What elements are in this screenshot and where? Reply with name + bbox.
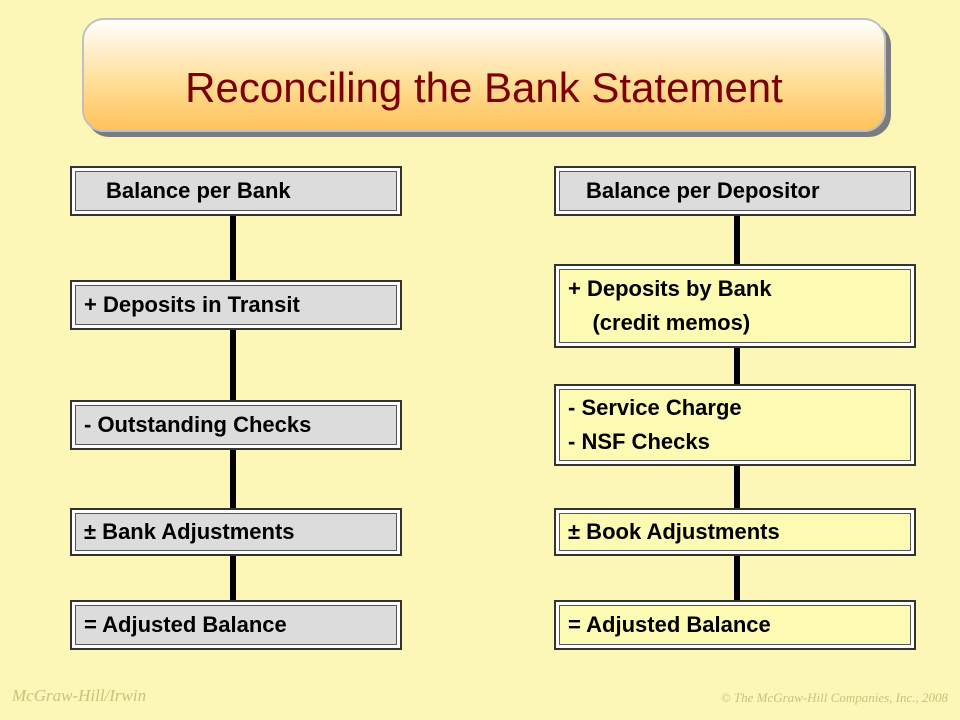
- right-connector-4: [734, 556, 740, 600]
- right-step-label: ± Book Adjustments: [568, 519, 780, 544]
- left-result-label: = Adjusted Balance: [84, 612, 287, 637]
- right-step-box: - Service Charge - NSF Checks: [554, 384, 916, 466]
- left-result-box: = Adjusted Balance: [70, 600, 402, 650]
- left-connector-4: [230, 556, 236, 600]
- right-connector-3: [734, 466, 740, 508]
- left-header-box: Balance per Bank: [70, 166, 402, 216]
- left-step-box: ± Bank Adjustments: [70, 508, 402, 556]
- publisher-footer: McGraw-Hill/Irwin: [12, 686, 147, 705]
- left-step-label: + Deposits in Transit: [84, 292, 300, 317]
- left-step-box: - Outstanding Checks: [70, 400, 402, 450]
- right-step-box: + Deposits by Bank (credit memos): [554, 264, 916, 348]
- left-step-label: ± Bank Adjustments: [84, 519, 295, 544]
- left-connector-1: [230, 216, 236, 280]
- title-banner: Reconciling the Bank Statement: [82, 18, 886, 132]
- right-step-box: ± Book Adjustments: [554, 508, 916, 556]
- right-result-box: = Adjusted Balance: [554, 600, 916, 650]
- left-connector-3: [230, 450, 236, 508]
- left-connector-2: [230, 330, 236, 400]
- right-connector-2: [734, 348, 740, 384]
- left-step-label: - Outstanding Checks: [84, 412, 312, 437]
- right-connector-1: [734, 216, 740, 264]
- page-title: Reconciling the Bank Statement: [185, 64, 783, 111]
- right-header-box: Balance per Depositor: [554, 166, 916, 216]
- copyright-footer: © The McGraw-Hill Companies, Inc., 2008: [720, 690, 948, 705]
- left-step-box: + Deposits in Transit: [70, 280, 402, 330]
- right-header-label: Balance per Depositor: [586, 178, 820, 203]
- left-header-label: Balance per Bank: [106, 178, 291, 203]
- right-result-label: = Adjusted Balance: [568, 612, 771, 637]
- right-step-label: + Deposits by Bank (credit memos): [568, 276, 772, 335]
- right-step-label: - Service Charge - NSF Checks: [568, 395, 742, 454]
